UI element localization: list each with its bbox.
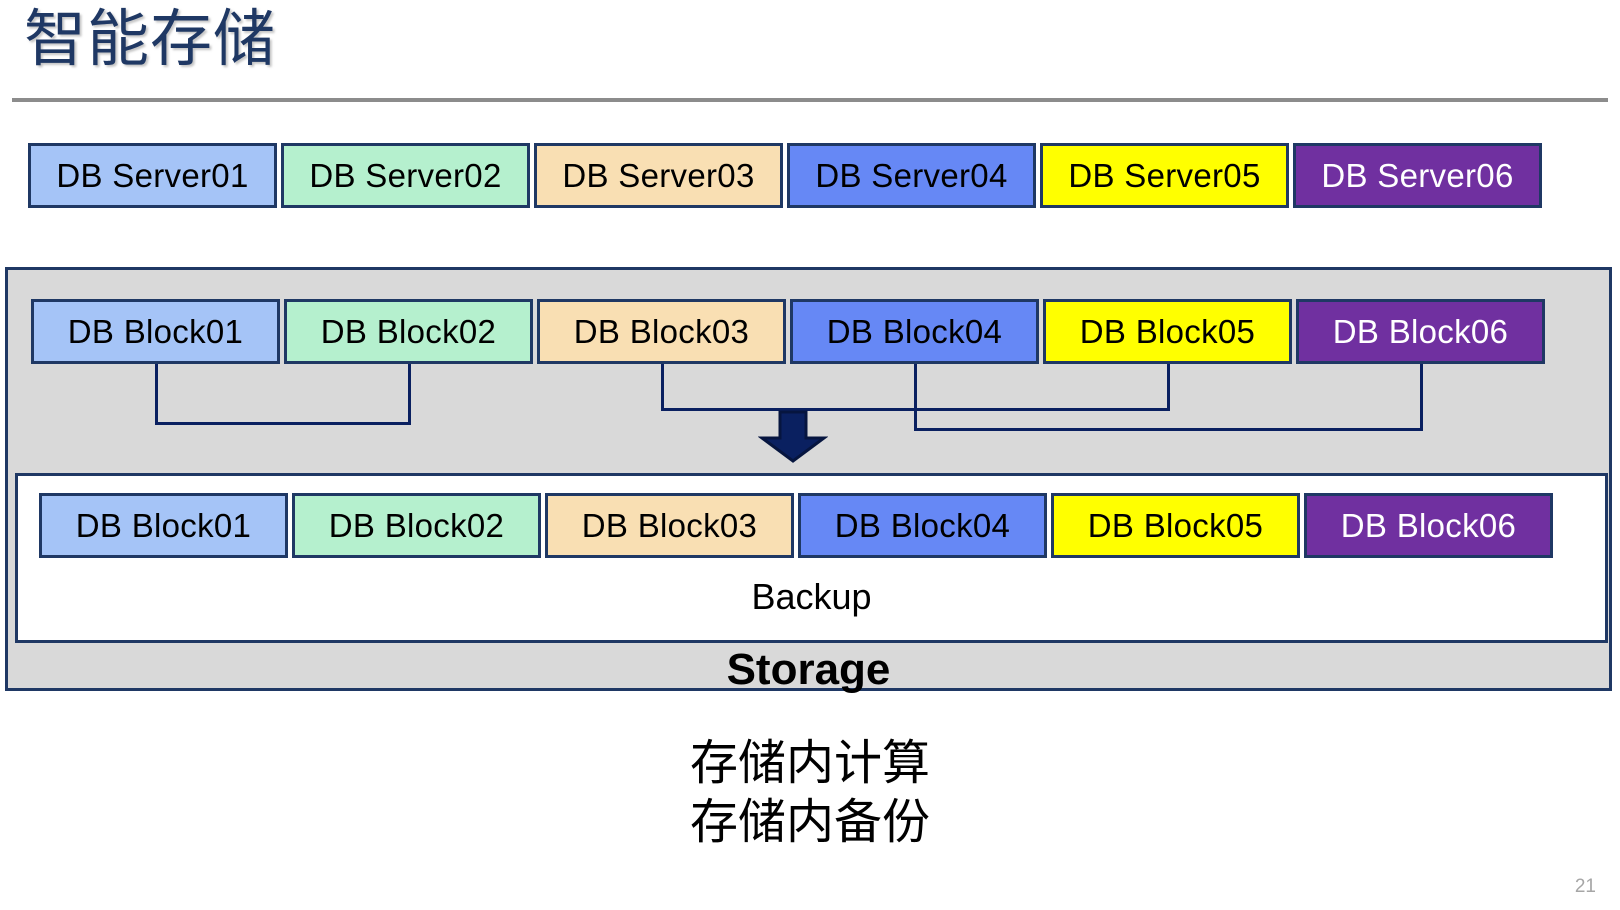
db-block-5: DB Block05: [1043, 299, 1292, 364]
db-block-label: DB Block05: [1079, 312, 1256, 350]
db-block-backup-4: DB Block04: [798, 493, 1047, 558]
db-block-backup-1: DB Block01: [39, 493, 288, 558]
db-block-backup-5: DB Block05: [1051, 493, 1300, 558]
db-block-3: DB Block03: [537, 299, 786, 364]
db-block-backup-label: DB Block04: [834, 506, 1011, 544]
db-server-label: DB Server02: [309, 156, 502, 194]
db-server-4: DB Server04: [787, 143, 1036, 208]
db-block-1: DB Block01: [31, 299, 280, 364]
db-block-backup-6: DB Block06: [1304, 493, 1553, 558]
db-block-label: DB Block01: [67, 312, 244, 350]
db-block-backup-label: DB Block02: [328, 506, 505, 544]
db-server-label: DB Server06: [1321, 156, 1514, 194]
title-divider: [12, 98, 1608, 102]
db-block-4: DB Block04: [790, 299, 1039, 364]
connector-block02: [407, 364, 411, 424]
backup-panel: DB Block01 DB Block02 DB Block03 DB Block04…: [15, 473, 1608, 643]
page-title: 智能存储: [24, 5, 277, 74]
connector-bracket-01-02: [154, 422, 411, 425]
storage-label: Storage: [726, 645, 891, 694]
db-block-backup-3: DB Block03: [545, 493, 794, 558]
db-block-label: DB Block02: [320, 312, 497, 350]
db-server-1: DB Server01: [28, 143, 277, 208]
db-block-backup-label: DB Block01: [75, 506, 252, 544]
connector-block01: [154, 364, 158, 424]
db-server-5: DB Server05: [1040, 143, 1289, 208]
caption-line-1: 存储内计算: [689, 737, 930, 790]
db-block-label: DB Block06: [1332, 312, 1509, 350]
storage-container: DB Block01 DB Block02 DB Block03 DB Block04…: [5, 267, 1612, 694]
connector-block06: [1419, 364, 1423, 430]
db-block-backup-label: DB Block03: [581, 506, 758, 544]
db-block-label: DB Block03: [573, 312, 750, 350]
connector-block05: [1166, 364, 1170, 410]
db-block-6: DB Block06: [1296, 299, 1545, 364]
db-server-label: DB Server04: [815, 156, 1008, 194]
caption-block: 存储内计算 存储内备份: [0, 735, 1620, 852]
db-server-3: DB Server03: [534, 143, 783, 208]
caption-line-2: 存储内备份: [689, 795, 930, 849]
db-server-label: DB Server03: [562, 156, 755, 194]
connector-bracket-04-06: [913, 428, 1423, 431]
page-number: 21: [1574, 876, 1596, 897]
backup-label: Backup: [751, 576, 872, 617]
db-block-backup-label: DB Block06: [1340, 506, 1517, 544]
db-server-label: DB Server01: [56, 156, 249, 194]
db-block-2: DB Block02: [284, 299, 533, 364]
db-block-backup-label: DB Block05: [1087, 506, 1264, 544]
db-server-2: DB Server02: [281, 143, 530, 208]
connector-block04: [913, 364, 917, 430]
connector-block03: [660, 364, 664, 410]
db-server-6: DB Server06: [1293, 143, 1542, 208]
db-block-label: DB Block04: [826, 312, 1003, 350]
db-block-backup-2: DB Block02: [292, 493, 541, 558]
db-server-label: DB Server05: [1068, 156, 1261, 194]
down-arrow-icon: [757, 410, 829, 463]
